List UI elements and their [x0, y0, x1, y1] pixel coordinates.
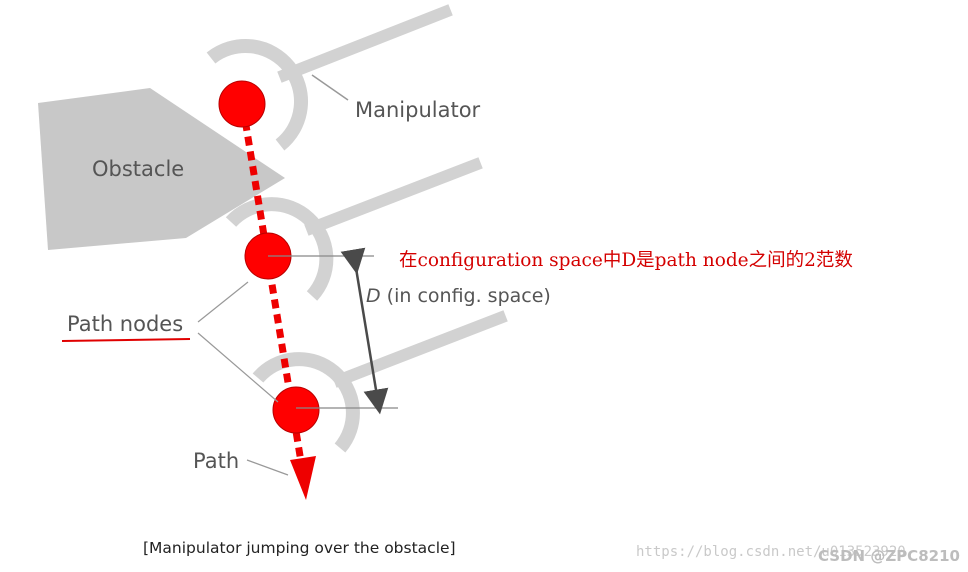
path-node-3 — [272, 386, 320, 434]
path-arrowhead — [290, 456, 316, 500]
watermark-url: https://blog.csdn.net/u013523920 — [636, 544, 906, 560]
distance-label: D (in config. space) — [366, 285, 551, 307]
manipulator-leader — [311, 74, 349, 101]
distance-arrow — [340, 247, 389, 415]
path-nodes-underline — [61, 338, 191, 342]
obstacle-shape — [38, 88, 285, 250]
path-nodes-leader-1 — [197, 281, 249, 323]
figure-caption: [Manipulator jumping over the obstacle] — [143, 539, 456, 557]
path-leader — [246, 459, 289, 476]
annotation-text: 在configuration space中D是path node之间的2范数 — [399, 250, 853, 271]
distance-suffix: (in config. space) — [381, 285, 551, 307]
manipulator-pose-middle — [225, 157, 483, 301]
path-nodes-label: Path nodes — [67, 312, 183, 336]
manipulator-pose-top — [206, 4, 453, 151]
watermark-author: CSDN @ZPC8210 — [818, 547, 960, 565]
distance-var: D — [366, 285, 381, 307]
obstacle-label: Obstacle — [92, 157, 184, 181]
path-node-1 — [218, 80, 266, 128]
manipulator-label: Manipulator — [355, 98, 481, 122]
path-nodes-leader-2 — [197, 332, 279, 403]
path-label: Path — [193, 449, 239, 473]
